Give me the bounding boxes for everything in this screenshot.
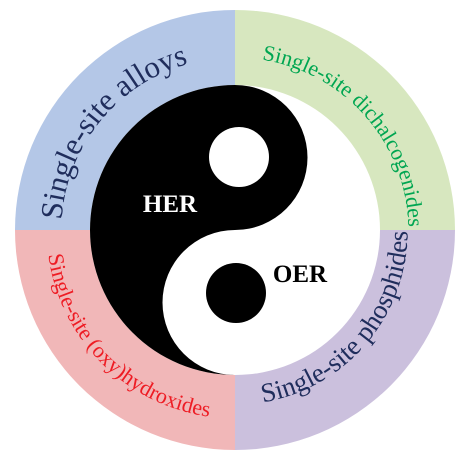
yin-yang-light-dot [209,127,269,187]
label-oer: OER [273,261,328,288]
yin-yang-symbol [90,85,380,375]
label-her: HER [143,191,198,218]
yin-yang-dark-dot [206,263,266,323]
